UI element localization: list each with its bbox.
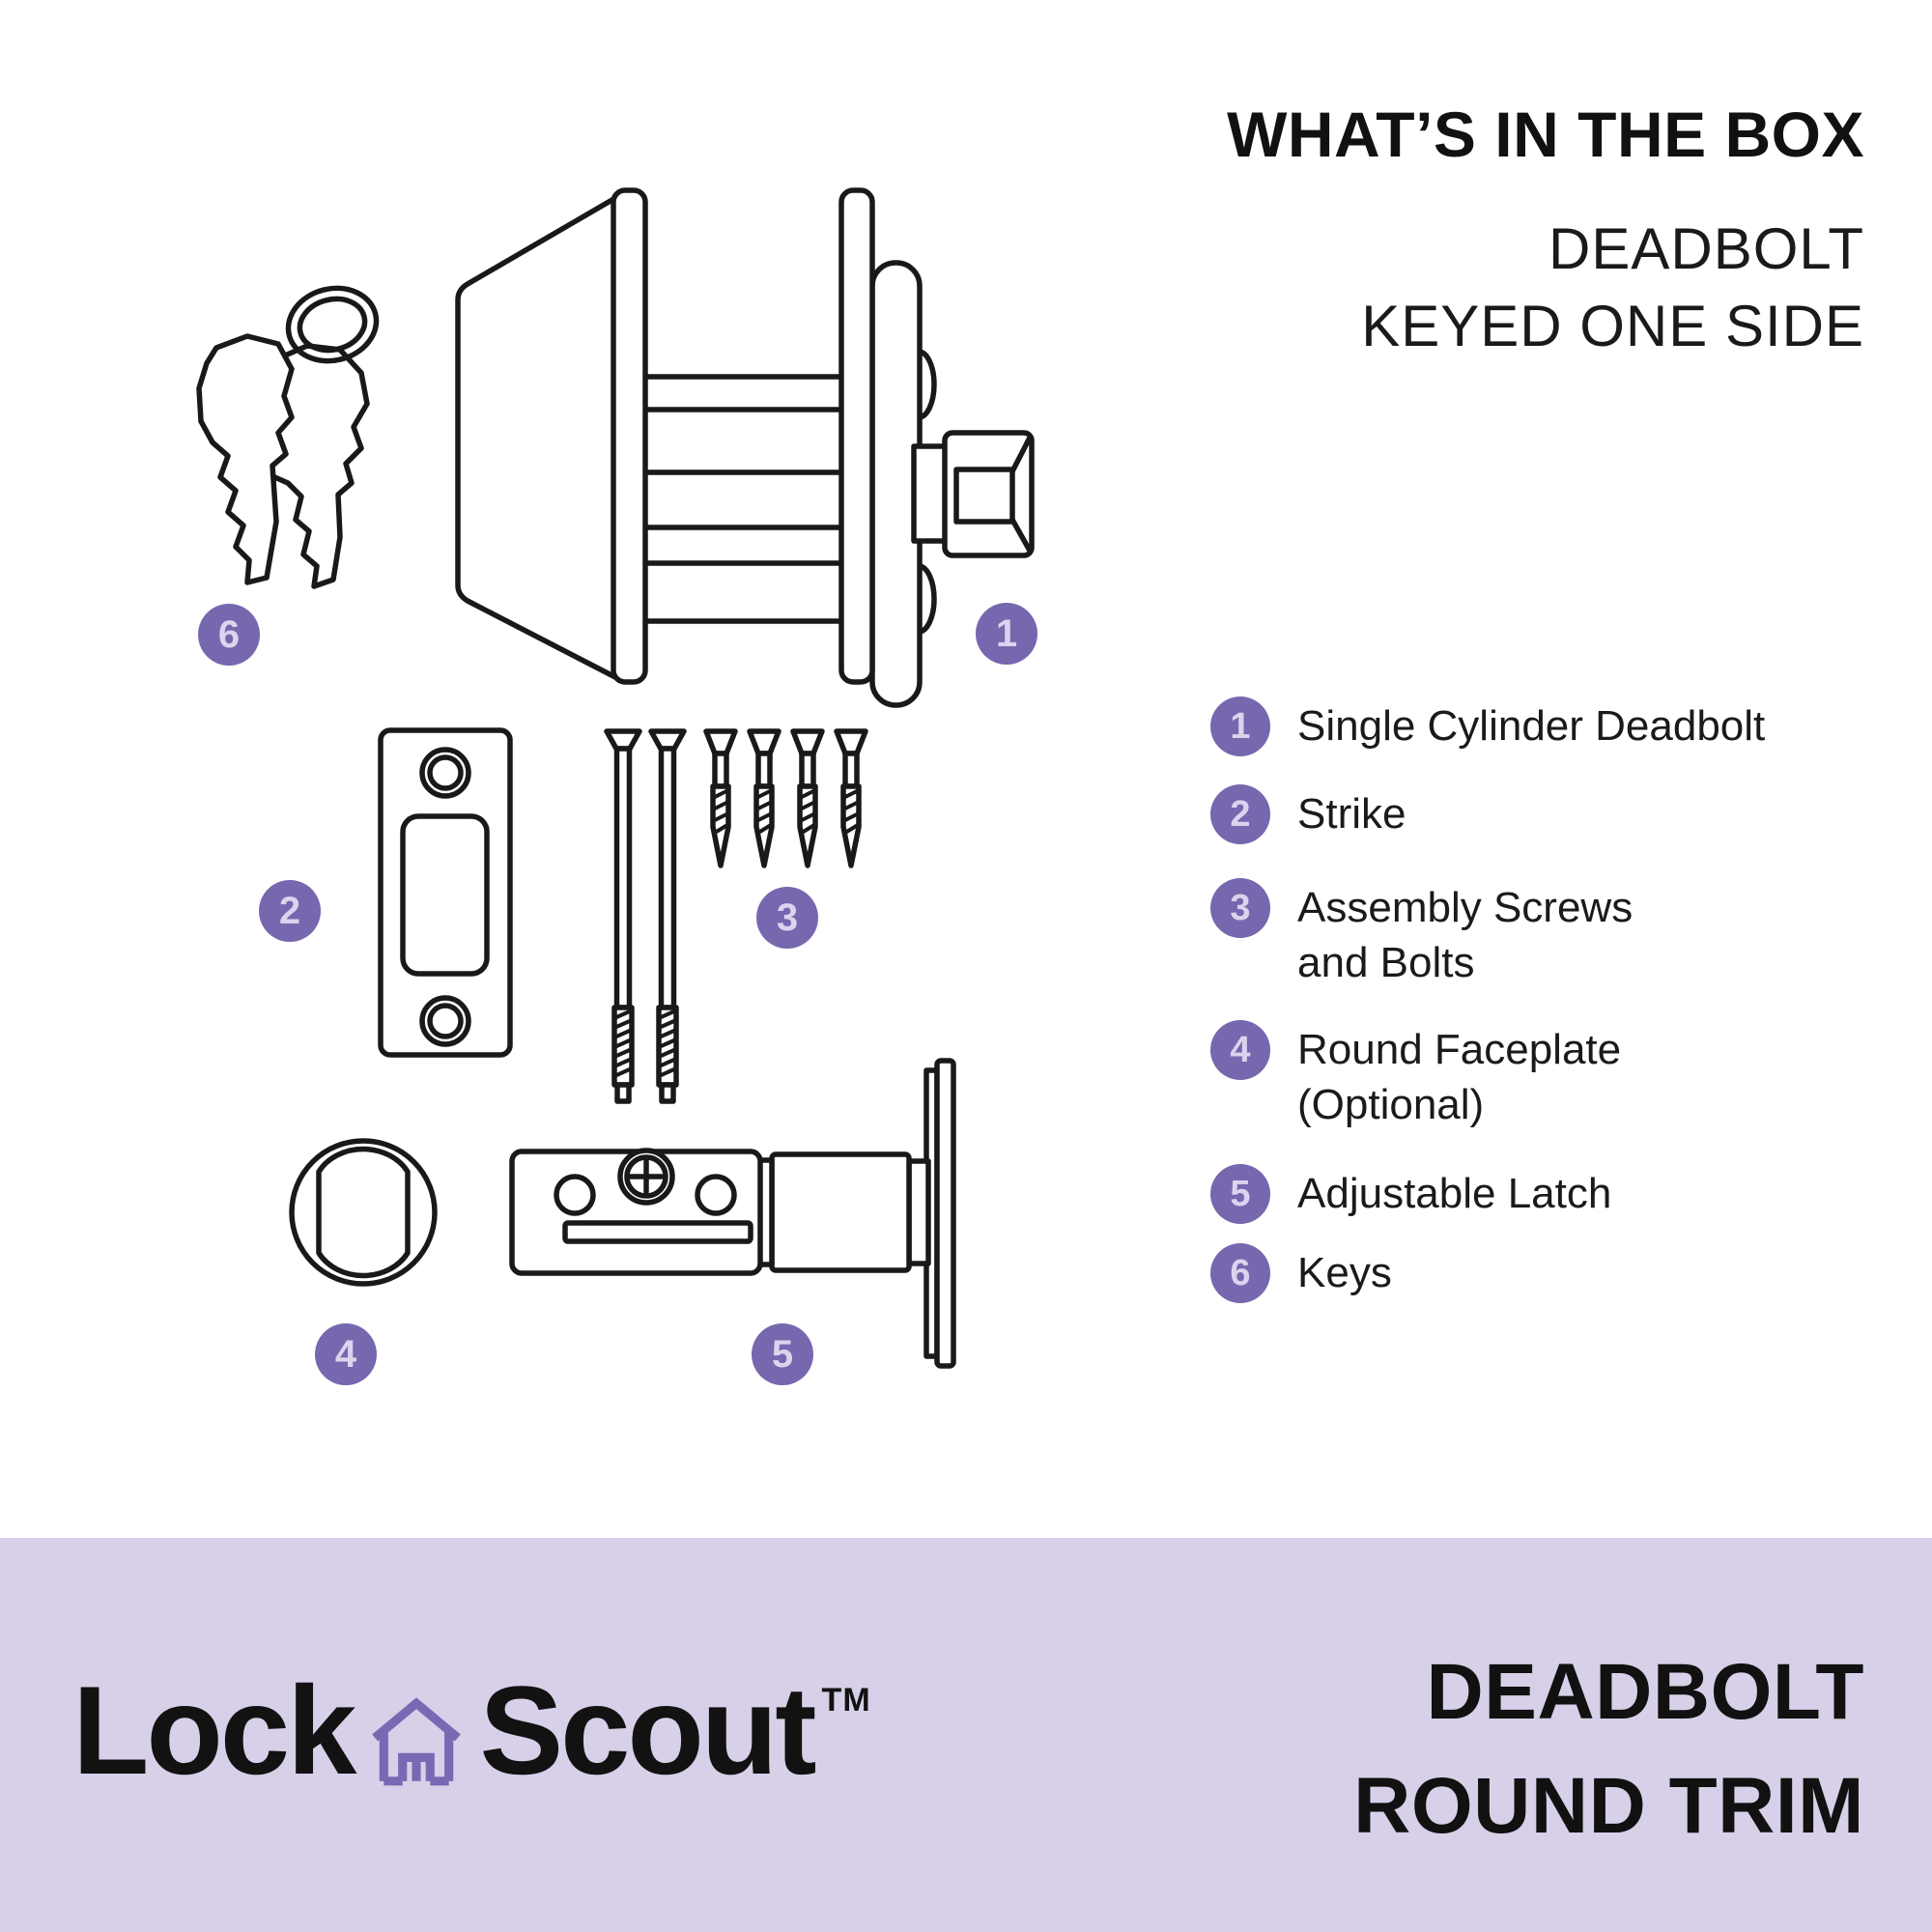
house-icon [372, 1697, 462, 1786]
diagram-badge-deadbolt: 1 [976, 603, 1037, 665]
diagram-badge-keys: 6 [198, 604, 260, 666]
footer-bar [0, 1538, 1932, 1932]
latch-hole-right [695, 1174, 737, 1216]
strike-screw-hole-top [419, 747, 471, 799]
legend-badge: 5 [1210, 1164, 1270, 1224]
legend-item-single-cylinder-deadbolt: 1 Single Cylinder Deadbolt [1210, 696, 1765, 756]
interior-plate [838, 187, 875, 685]
latch-illustration [509, 1058, 956, 1369]
thumbturn-shaft [911, 443, 950, 544]
latch-faceplate [934, 1058, 956, 1369]
legend-item-assembly-screws: 3 Assembly Screws and Bolts [1210, 878, 1633, 990]
legend-item-keys: 6 Keys [1210, 1243, 1392, 1303]
latch-hole-left [554, 1174, 596, 1216]
page-subtitle: DEADBOLT KEYED ONE SIDE [1227, 211, 1864, 365]
diagram-badge-screws: 3 [756, 887, 818, 949]
legend-item-adjustable-latch: 5 Adjustable Latch [1210, 1164, 1611, 1224]
brand-name-lock: Lock [72, 1660, 356, 1801]
strike-plate [378, 727, 513, 1058]
header: WHAT’S IN THE BOX DEADBOLT KEYED ONE SID… [1227, 100, 1864, 365]
latch-neck [755, 1157, 775, 1267]
legend-badge: 4 [1210, 1020, 1270, 1080]
keys-illustration [196, 285, 380, 589]
screws-illustration [604, 728, 868, 1104]
legend-badge: 3 [1210, 878, 1270, 938]
legend-badge: 2 [1210, 784, 1270, 844]
latch-adjust-screw [617, 1148, 675, 1206]
faceplate-outer-ring [289, 1138, 438, 1287]
legend-label-line: Assembly Screws [1297, 884, 1634, 931]
brand-name-scout: Scout [479, 1660, 816, 1801]
product-line-2: ROUND TRIM [1353, 1762, 1864, 1850]
legend-label-line: (Optional) [1297, 1081, 1485, 1128]
latch-barrel [769, 1151, 912, 1273]
diagram-badge-faceplate: 4 [315, 1323, 377, 1385]
key-back [246, 343, 370, 589]
keyring-outer [285, 285, 380, 364]
legend-label: Adjustable Latch [1297, 1164, 1611, 1221]
page-title: WHAT’S IN THE BOX [1227, 99, 1864, 170]
legend-label-line: and Bolts [1297, 939, 1475, 986]
strike-illustration [378, 727, 513, 1058]
legend-label: Round Faceplate (Optional) [1297, 1020, 1621, 1132]
subtitle-line-1: DEADBOLT [1548, 216, 1864, 281]
legend-label-line: Strike [1297, 790, 1406, 838]
faceplate-inner-collar [316, 1146, 411, 1279]
legend-label: Single Cylinder Deadbolt [1297, 696, 1765, 753]
exterior-plate [611, 187, 648, 685]
strike-screw-hole-bottom [419, 995, 471, 1047]
brand-logo: Lock Scout TM [72, 1667, 871, 1793]
rose-bump-top [918, 349, 937, 420]
legend-label: Assembly Screws and Bolts [1297, 878, 1633, 990]
thumbturn-knob [942, 430, 1035, 558]
product-name: DEADBOLT ROUND TRIM [1353, 1635, 1864, 1863]
legend-label-line: Adjustable Latch [1297, 1170, 1612, 1217]
latch-collar [906, 1158, 931, 1266]
latch-faceplate-strip [923, 1067, 940, 1359]
legend-badge: 1 [1210, 696, 1270, 756]
legend-item-round-faceplate: 4 Round Faceplate (Optional) [1210, 1020, 1621, 1132]
legend-label-line: Round Faceplate [1297, 1026, 1622, 1073]
diagram-badge-latch: 5 [752, 1323, 813, 1385]
faceplate-illustration [289, 1138, 438, 1287]
deadbolt-tapered-housing [455, 195, 618, 680]
key-front [196, 333, 295, 585]
product-line-1: DEADBOLT [1426, 1648, 1864, 1736]
subtitle-line-2: KEYED ONE SIDE [1361, 294, 1864, 358]
legend-item-strike: 2 Strike [1210, 784, 1406, 844]
keyring-inner [297, 296, 368, 354]
deadbolt-illustration [455, 187, 1035, 708]
legend-label: Keys [1297, 1243, 1392, 1300]
latch-body [509, 1149, 763, 1276]
latch-slot [562, 1220, 753, 1244]
strike-bolt-opening [400, 813, 490, 977]
legend-label: Strike [1297, 784, 1406, 841]
legend-label-line: Keys [1297, 1249, 1392, 1296]
legend-label-line: Single Cylinder Deadbolt [1297, 702, 1766, 750]
rose-bump-bottom [918, 563, 937, 635]
thumbturn-knob-face [953, 467, 1015, 525]
legend-badge: 6 [1210, 1243, 1270, 1303]
diagram-badge-strike: 2 [259, 880, 321, 942]
interior-rose [869, 260, 923, 708]
trademark-symbol: TM [821, 1682, 871, 1719]
